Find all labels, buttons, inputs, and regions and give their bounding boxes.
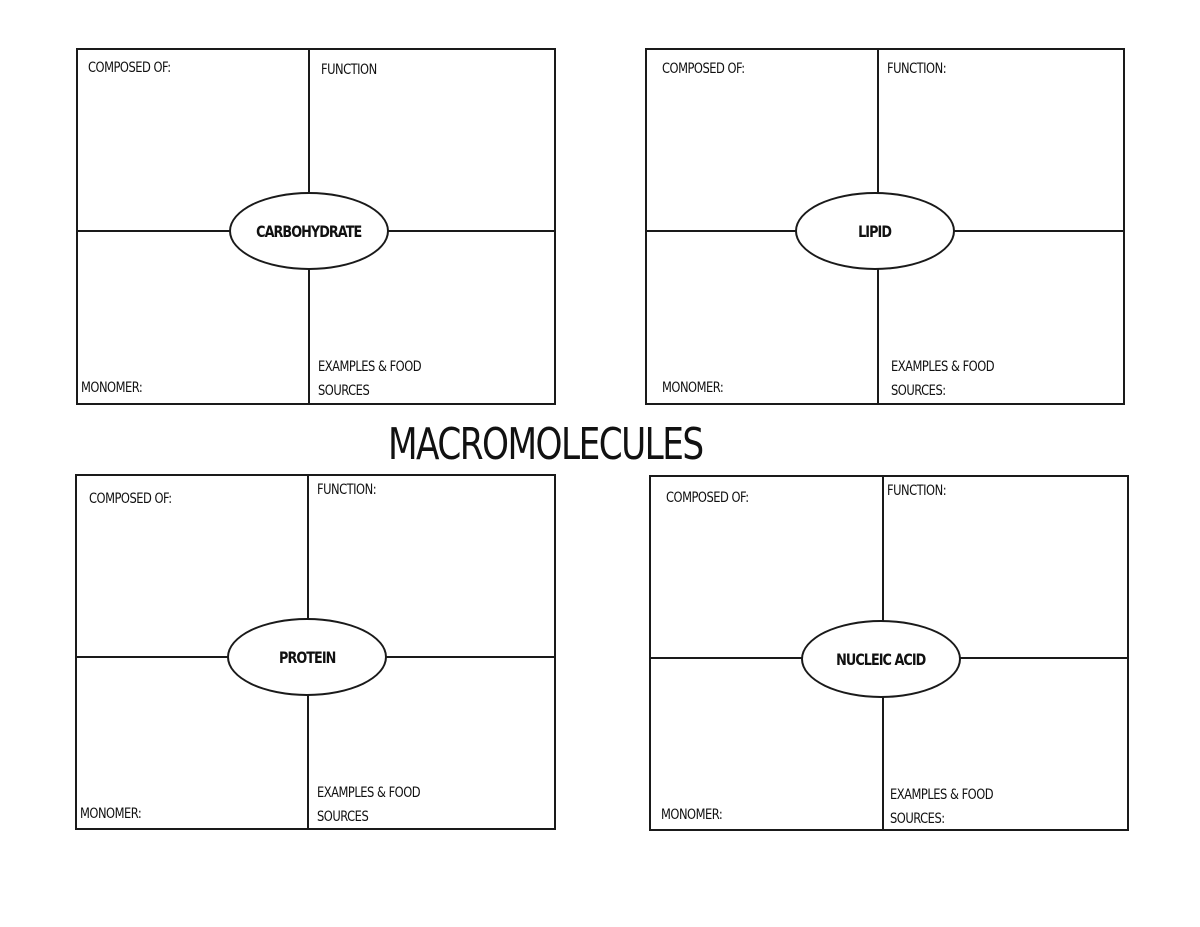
monomer-label: MONOMER: <box>81 380 143 396</box>
macromolecule-name: CARBOHYDRATE <box>256 221 362 241</box>
macromolecule-name: NUCLEIC ACID <box>836 649 926 669</box>
function-label: FUNCTION: <box>887 483 947 499</box>
composed-of-label: COMPOSED OF: <box>666 490 749 506</box>
function-label: FUNCTION <box>321 62 377 78</box>
function-label: FUNCTION: <box>887 61 947 77</box>
examples-label-line1: EXAMPLES & FOOD <box>890 787 994 803</box>
panel-protein: COMPOSED OF: FUNCTION: MONOMER: EXAMPLES… <box>75 474 556 830</box>
examples-label-line2: SOURCES: <box>890 811 945 827</box>
monomer-label: MONOMER: <box>662 380 724 396</box>
panel-nucleic-acid: COMPOSED OF: FUNCTION: MONOMER: EXAMPLES… <box>649 475 1129 831</box>
examples-label-line2: SOURCES <box>317 809 369 825</box>
examples-label-line1: EXAMPLES & FOOD <box>318 359 422 375</box>
center-oval: CARBOHYDRATE <box>229 192 389 270</box>
panel-lipid: COMPOSED OF: FUNCTION: MONOMER: EXAMPLES… <box>645 48 1125 405</box>
center-oval: NUCLEIC ACID <box>801 620 961 698</box>
macromolecule-name: PROTEIN <box>278 647 336 667</box>
composed-of-label: COMPOSED OF: <box>88 60 171 76</box>
center-oval: PROTEIN <box>227 618 387 696</box>
examples-label-line1: EXAMPLES & FOOD <box>891 359 995 375</box>
composed-of-label: COMPOSED OF: <box>89 491 172 507</box>
page-title: MACROMOLECULES <box>388 419 704 470</box>
composed-of-label: COMPOSED OF: <box>662 61 745 77</box>
monomer-label: MONOMER: <box>661 807 723 823</box>
panel-carbohydrate: COMPOSED OF: FUNCTION MONOMER: EXAMPLES … <box>76 48 556 405</box>
examples-label-line2: SOURCES <box>318 383 370 399</box>
function-label: FUNCTION: <box>317 482 377 498</box>
center-oval: LIPID <box>795 192 955 270</box>
monomer-label: MONOMER: <box>80 806 142 822</box>
examples-label-line2: SOURCES: <box>891 383 946 399</box>
examples-label-line1: EXAMPLES & FOOD <box>317 785 421 801</box>
macromolecule-name: LIPID <box>858 221 893 241</box>
